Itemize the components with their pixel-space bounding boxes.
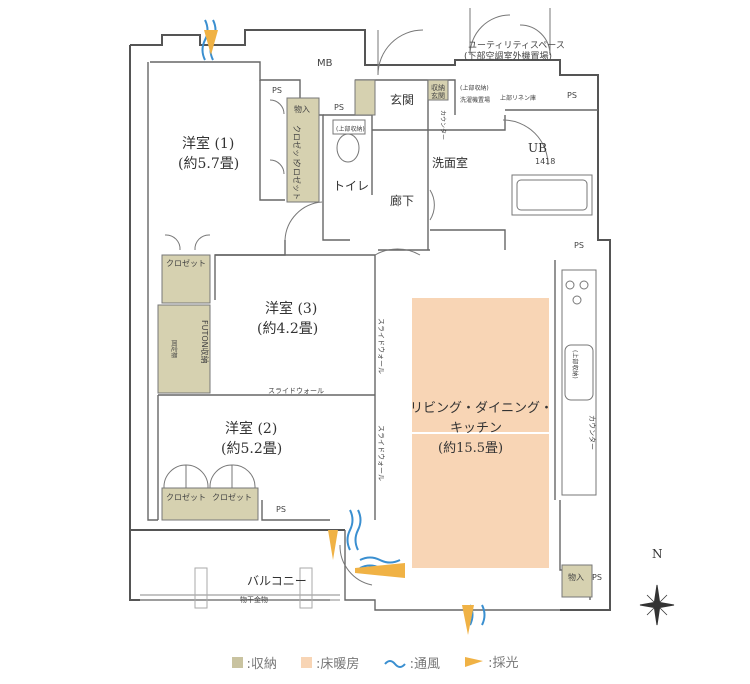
slide-wall-vertical-2: スライドウォール xyxy=(377,425,385,481)
bathtub xyxy=(511,174,593,216)
shoe-storage-label-2: 玄関 xyxy=(431,91,445,100)
storage-areas xyxy=(157,79,593,598)
storage-label-1: 物入 xyxy=(294,104,310,114)
laundry-label: 物干金物 xyxy=(240,595,268,604)
closet-vertical-2: クロゼット xyxy=(292,160,302,200)
closet-label-2: クロゼット xyxy=(166,492,206,502)
mb-label: MB xyxy=(317,58,333,69)
upper-storage-wash: (上部収納) xyxy=(460,84,489,92)
slide-wall-vertical-1: スライドウォール xyxy=(377,318,385,374)
western2-area: (約5.2畳) xyxy=(221,441,282,457)
balcony-rail xyxy=(140,567,340,609)
fixed-shelf-label: 固定棚 xyxy=(170,340,178,358)
compass-icon xyxy=(639,584,675,626)
western2-name: 洋室 (2) xyxy=(225,420,277,437)
closet-vertical-1: クロゼット xyxy=(292,125,302,165)
floor-heating-swatch xyxy=(301,656,313,668)
upper-storage-toilet: (上部収納) xyxy=(336,125,365,133)
ldk-name1: リビング・ダイニング・ xyxy=(410,401,553,416)
washer-label: 洗濯機置場 xyxy=(460,96,490,104)
storage-swatch xyxy=(231,656,243,668)
corridor-label: 廊下 xyxy=(390,193,414,208)
ps-label-5: PS xyxy=(276,505,286,514)
ldk-area: (約15.5畳) xyxy=(438,441,503,456)
entrance-label: 玄関 xyxy=(390,92,414,107)
closet-label-1: クロゼット xyxy=(166,258,206,268)
ventilation-icon xyxy=(383,659,406,668)
legend: :収納 :床暖房 :通風 :採光 xyxy=(0,652,750,672)
legend-daylight: :採光 xyxy=(464,652,518,671)
ps-label-2: PS xyxy=(334,103,344,112)
western1-area: (約5.7畳) xyxy=(178,156,239,172)
outer-walls xyxy=(129,29,611,611)
closet-label-3: クロゼット xyxy=(212,492,252,502)
western1-name: 洋室 (1) xyxy=(182,135,234,152)
counter-label-kitchen: カウンター xyxy=(588,415,597,450)
futon-label: FUTON収納 xyxy=(200,320,210,364)
legend-storage: :収納 xyxy=(231,653,277,672)
toilet-label: トイレ xyxy=(333,179,369,193)
washroom-label: 洗面室 xyxy=(432,155,468,170)
daylight-icons xyxy=(204,30,474,635)
storage-label-2: 物入 xyxy=(568,572,584,582)
ldk-name2: キッチン xyxy=(450,421,502,436)
legend-floor-heating: :床暖房 xyxy=(301,653,359,672)
utility-sub-label: (下部空調室外機置場) xyxy=(464,50,552,62)
counter-label-entrance: カウンター xyxy=(439,110,447,140)
closet-doors xyxy=(163,8,551,586)
shoe-storage-label: 収納 xyxy=(431,83,445,92)
upper-storage-kitchen: (上部収納) xyxy=(571,350,579,379)
ps-label-4: PS xyxy=(574,241,584,250)
daylight-icon xyxy=(465,656,484,667)
north-label: N xyxy=(652,547,663,561)
linen-label: 上部リネン庫 xyxy=(500,94,536,102)
balcony-label: バルコニー xyxy=(247,574,307,588)
ps-label-6: PS xyxy=(592,573,602,582)
kitchen-counter xyxy=(561,269,597,496)
utility-label: ユーティリティスペース xyxy=(468,40,565,51)
legend-ventilation: :通風 xyxy=(383,653,440,672)
western3-name: 洋室 (3) xyxy=(265,300,317,317)
ub-size: 1418 xyxy=(535,157,555,166)
ps-label-3: PS xyxy=(567,91,577,100)
ub-label: UB xyxy=(528,141,547,155)
slide-wall-horizontal: スライドウォール xyxy=(268,387,324,395)
ps-label-1: PS xyxy=(272,86,282,95)
floor-plan: N 洋室 (1) (約5.7畳) 洋室 (3) (約4.2畳) 洋室 (2) (… xyxy=(129,8,675,635)
toilet-fixture xyxy=(332,119,366,163)
western3-area: (約4.2畳) xyxy=(257,321,318,337)
